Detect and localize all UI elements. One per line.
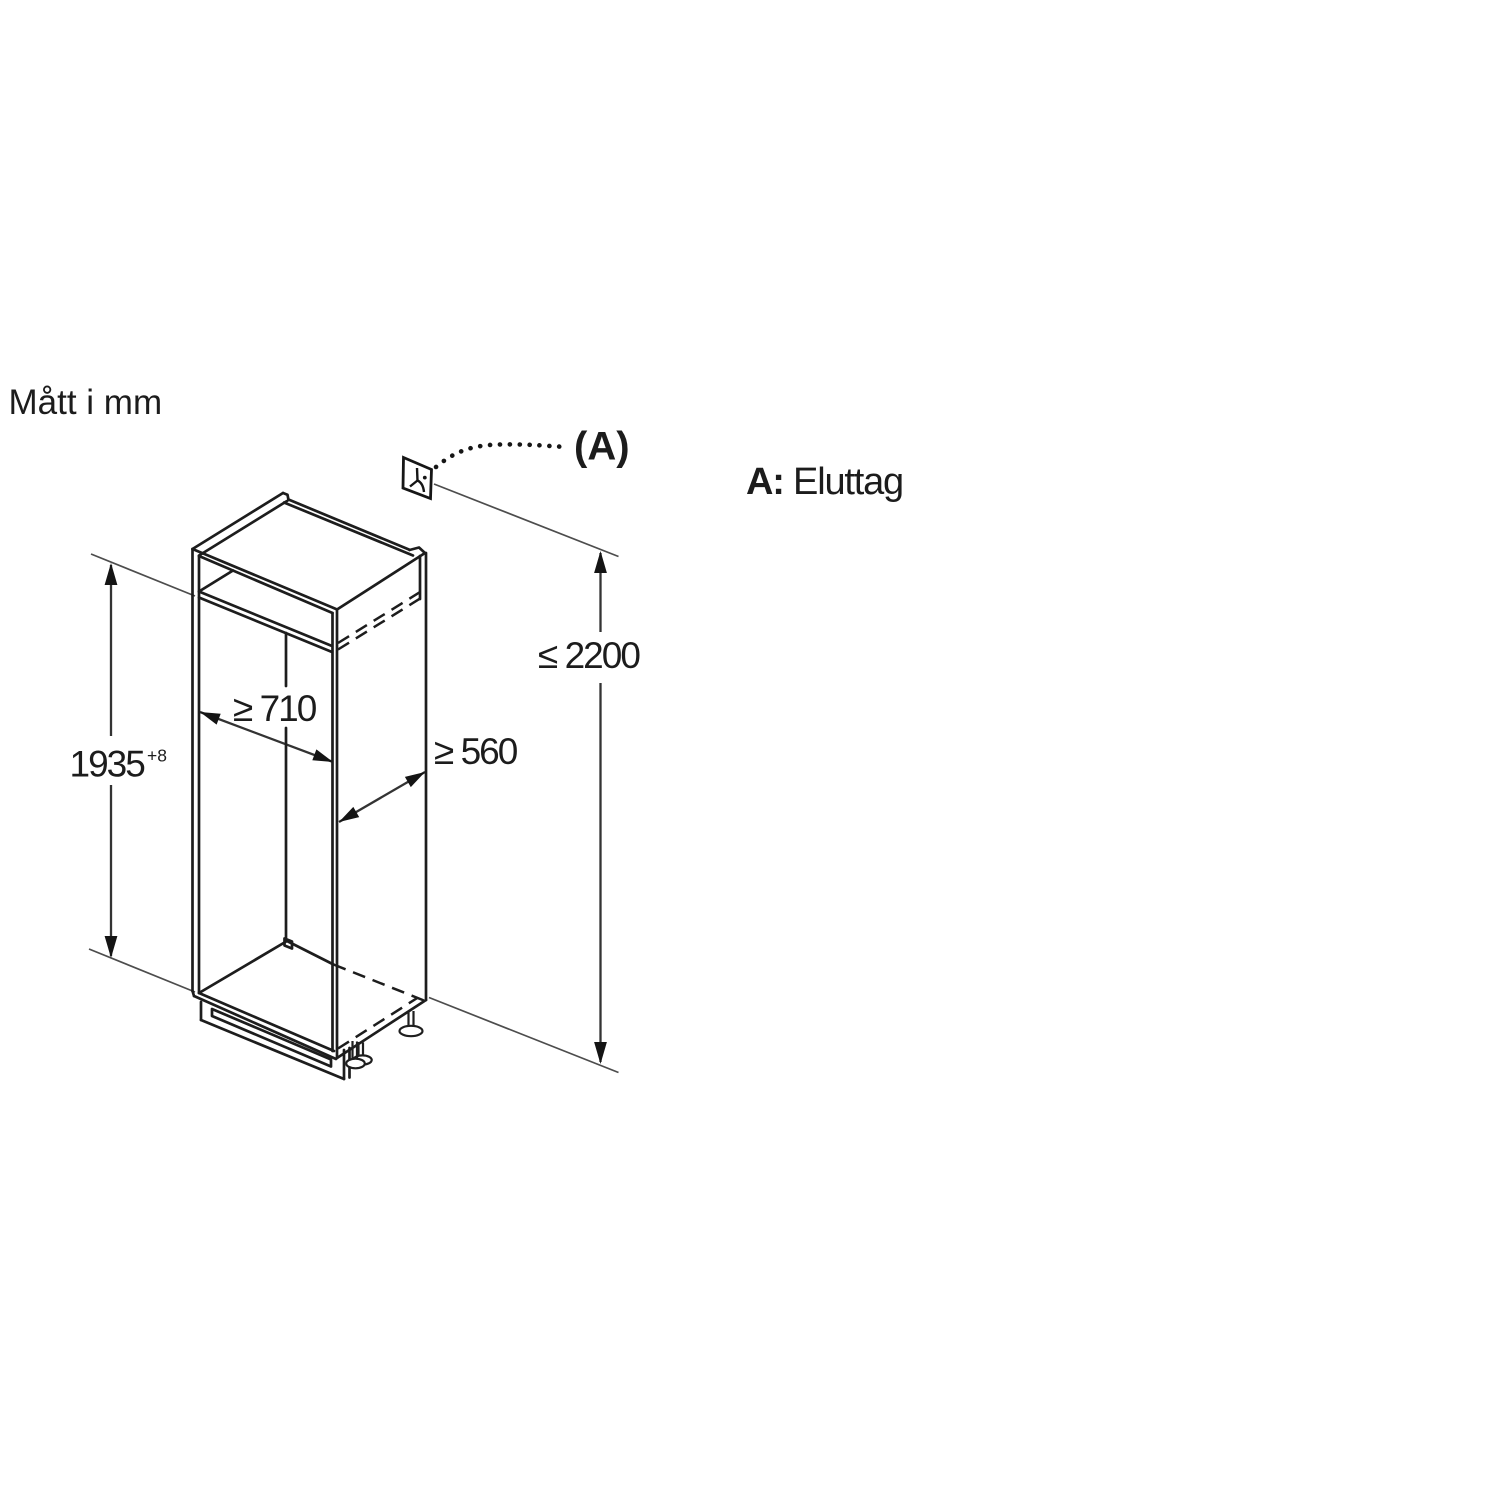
- svg-text:(A): (A): [574, 425, 630, 469]
- svg-text:+8: +8: [147, 746, 167, 766]
- svg-text:≤ 2200: ≤ 2200: [538, 635, 640, 676]
- svg-text:≥ 560: ≥ 560: [434, 731, 518, 772]
- svg-text:Mått i mm: Mått i mm: [9, 383, 163, 422]
- svg-text:A: Eluttag: A: Eluttag: [746, 461, 903, 503]
- svg-text:1935: 1935: [70, 744, 146, 785]
- svg-text:≥ 710: ≥ 710: [233, 688, 317, 729]
